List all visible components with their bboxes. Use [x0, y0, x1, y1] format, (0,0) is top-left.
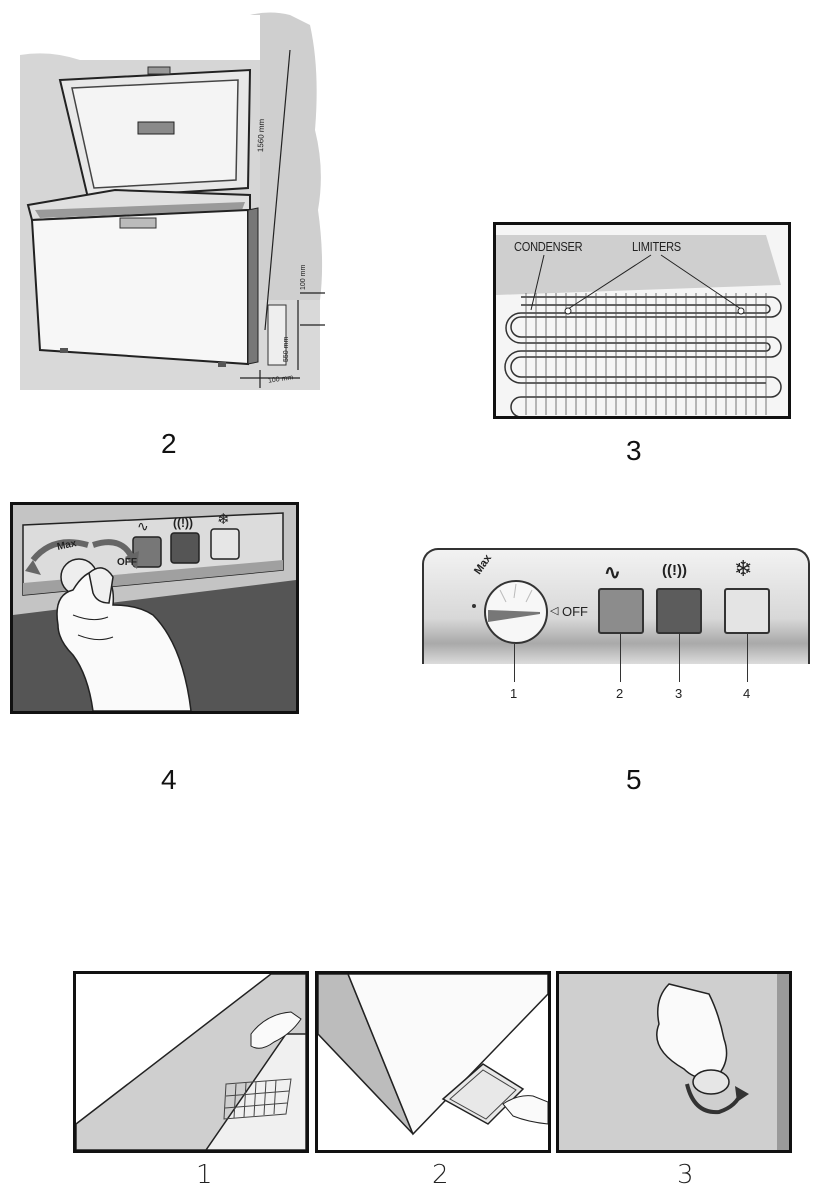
step-3-image	[556, 971, 792, 1153]
drain-tray-illustration	[318, 974, 548, 1136]
fig4-off-text: OFF	[117, 557, 137, 568]
step-3-number: 3	[677, 1160, 694, 1190]
dimension-top-label: 100 mm	[300, 264, 307, 290]
condenser-illustration	[496, 235, 782, 416]
fig5-alarm-icon: ((!))	[662, 562, 687, 579]
fig4-alarm-icon: ((!))	[173, 516, 193, 530]
figure-3-number: 3	[626, 435, 642, 466]
callout-4: 4	[743, 686, 751, 701]
step-2-number: 2	[432, 1160, 449, 1190]
turn-plug-illustration	[656, 974, 789, 1150]
temperature-knob[interactable]	[484, 580, 548, 644]
fig5-wave-icon: ∿	[604, 562, 621, 584]
fig5-off-marker-icon: ◁	[550, 605, 559, 617]
step-1-image	[73, 971, 309, 1153]
fig4-wave-icon: ∿	[137, 518, 149, 534]
callout-3: 3	[675, 686, 683, 701]
figure-5: Max OFF ◁ ∿ ((!)) ❄ 1 2 3 4	[422, 548, 812, 708]
knob-indicator-icon	[488, 583, 540, 622]
figure-5-number: 5	[626, 764, 642, 795]
step-1-number: 1	[196, 1160, 213, 1190]
figure-3: CONDENSER LIMITERS	[493, 222, 791, 419]
callout-2: 2	[616, 686, 624, 701]
callout-line-1	[514, 644, 515, 682]
dimension-side-label: 550 mm	[283, 336, 290, 362]
figure-4-number: 4	[161, 764, 177, 795]
callout-line-2	[620, 634, 621, 682]
fig4-snowflake-icon: ❄	[217, 511, 230, 528]
fig5-dot-icon	[472, 604, 476, 608]
callout-line-3	[679, 634, 680, 682]
step-2-image	[315, 971, 551, 1153]
fast-freeze-button[interactable]	[724, 588, 770, 634]
dimension-height-label: 1560 mm	[256, 118, 267, 153]
fig5-off-text: OFF	[562, 604, 588, 619]
freezer-illustration	[20, 12, 325, 390]
condenser-label: CONDENSER	[514, 239, 583, 254]
limiters-label: LIMITERS	[632, 239, 681, 254]
figure-2-number: 2	[161, 428, 177, 459]
alarm-indicator	[656, 588, 702, 634]
hand-knob-illustration	[13, 505, 296, 711]
power-indicator	[598, 588, 644, 634]
figure-2: 1560 mm 100 mm 550 mm 100 mm	[20, 10, 340, 395]
callout-1: 1	[510, 686, 518, 701]
callout-line-4	[747, 634, 748, 682]
drain-plug-illustration	[76, 974, 306, 1150]
figure-4: Max OFF ∿ ((!)) ❄	[10, 502, 299, 714]
fig5-snowflake-icon: ❄	[734, 556, 753, 581]
